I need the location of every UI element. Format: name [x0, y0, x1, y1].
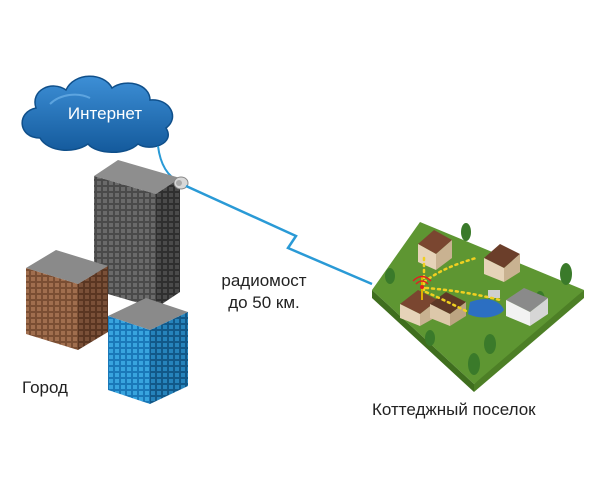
city-label: Город [22, 378, 68, 397]
village-pond [468, 299, 504, 318]
radio-link [185, 184, 373, 286]
antenna-icon [173, 176, 189, 190]
internet-label: Интернет [67, 104, 143, 123]
radio-bridge-label: радиомост до 50 км. [204, 270, 324, 314]
office-building-brown [26, 250, 108, 350]
radio-bridge-label-line1: радиомост [221, 271, 307, 290]
office-building-blue [108, 298, 188, 404]
radio-bridge-label-line2: до 50 км. [228, 293, 300, 312]
office-building-dark [94, 160, 180, 308]
cloud-icon [21, 75, 174, 153]
trees [385, 223, 572, 375]
wifi-icon [412, 275, 432, 300]
village-label: Коттеджный поселок [372, 400, 536, 419]
